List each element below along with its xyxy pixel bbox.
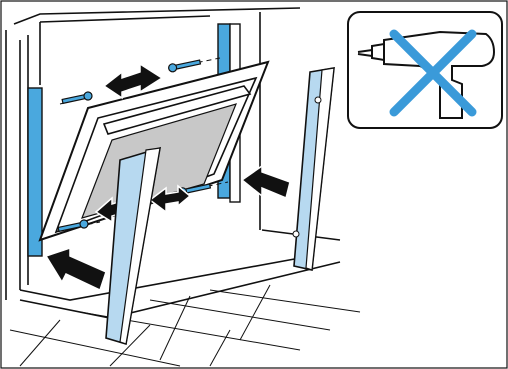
left-wall-trim [28, 88, 42, 256]
no-power-drill-icon [348, 12, 502, 128]
